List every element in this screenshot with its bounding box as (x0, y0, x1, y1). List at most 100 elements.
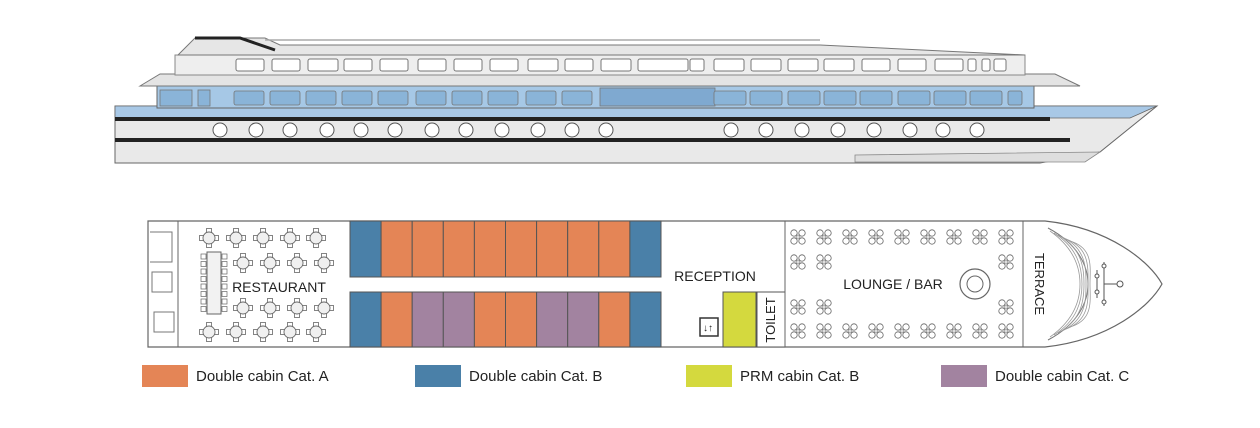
lounge-seat-group (790, 229, 806, 245)
dining-table (306, 322, 326, 342)
dining-table (253, 322, 273, 342)
lounge-seat-group (816, 254, 832, 270)
legend-label-cat-b: Double cabin Cat. B (469, 367, 603, 385)
porthole (494, 122, 510, 138)
upper-window (307, 58, 339, 72)
upper-window (600, 58, 632, 72)
restaurant-label: RESTAURANT (232, 279, 326, 295)
cabin-window (233, 90, 265, 106)
cabin-cat-a (598, 291, 631, 348)
upper-window (453, 58, 483, 72)
dining-table (226, 228, 246, 248)
cabin-window (341, 90, 373, 106)
lift-icon (699, 317, 719, 337)
cabin-cat-a (380, 220, 413, 278)
upper-window (787, 58, 819, 72)
lounge-seat-group (920, 229, 936, 245)
upper-window (934, 58, 964, 72)
lounge-window (787, 90, 821, 106)
reception-label: RECEPTION (674, 268, 756, 284)
lounge-window (969, 90, 1003, 106)
cabins-bottom-row (349, 291, 662, 348)
legend-item-prm-cat-b: PRM cabin Cat. B (686, 364, 859, 388)
porthole (564, 122, 580, 138)
cabin-cat-c (567, 291, 600, 348)
lounge-seat-group (920, 323, 936, 339)
cabin-cat-a (442, 220, 475, 278)
porthole (387, 122, 403, 138)
lounge-window (749, 90, 783, 106)
cabin-window (451, 90, 483, 106)
porthole (794, 122, 810, 138)
dining-table (314, 253, 334, 273)
lounge-seat-group (998, 229, 1014, 245)
cabin-cat-a (473, 220, 506, 278)
dining-table (280, 228, 300, 248)
upper-window (527, 58, 559, 72)
lounge-seat-group (998, 299, 1014, 315)
dining-table (287, 298, 307, 318)
upper-window (417, 58, 447, 72)
lounge-seat-group (868, 229, 884, 245)
porthole (598, 122, 614, 138)
cabin-cat-a (505, 220, 538, 278)
dining-table (253, 228, 273, 248)
svg-text:↓↑: ↓↑ (703, 323, 713, 334)
cabin-cat-b (349, 220, 382, 278)
legend-label-cat-c: Double cabin Cat. C (995, 367, 1130, 385)
cabin-cat-c (411, 291, 444, 348)
porthole (935, 122, 951, 138)
lounge-seat-group (790, 299, 806, 315)
cabins-top-row (349, 220, 662, 278)
upper-window (993, 58, 1007, 72)
lounge-seat-group (842, 323, 858, 339)
porthole (424, 122, 440, 138)
cabin-window (487, 90, 519, 106)
lounge-seat-group (894, 323, 910, 339)
lounge-seat-group (842, 229, 858, 245)
toilet-label: TOILET (763, 297, 778, 342)
cabin-window (415, 90, 447, 106)
prm-cabin (722, 291, 757, 348)
lounge-window (713, 90, 747, 106)
upper-window (689, 58, 705, 72)
lounge-window (933, 90, 967, 106)
cabin-cat-a (380, 291, 413, 348)
dining-table (280, 322, 300, 342)
upper-window (713, 58, 745, 72)
upper-window (750, 58, 782, 72)
cabin-cat-a (505, 291, 538, 348)
lounge-seat-group (816, 299, 832, 315)
dining-table (199, 228, 219, 248)
porthole (758, 122, 774, 138)
cabin-cat-b (629, 220, 662, 278)
lounge-seat-group (816, 229, 832, 245)
dining-table (314, 298, 334, 318)
dining-table (233, 298, 253, 318)
upper-window (967, 58, 977, 72)
cabin-window (377, 90, 409, 106)
lounge-seat-group (946, 323, 962, 339)
lounge-seat-group (972, 323, 988, 339)
lounge-seat-group (868, 323, 884, 339)
porthole (319, 122, 335, 138)
lounge-seat-group (790, 254, 806, 270)
deck-plan: ↓↑ RESTAURANT RECEPTION LOUNGE / BAR TOI… (147, 220, 1163, 348)
long-table (206, 251, 222, 315)
lounge-seat-group (998, 254, 1014, 270)
ship-side-profile (114, 36, 1159, 164)
toilet-room (756, 291, 786, 348)
dining-table (199, 322, 219, 342)
porthole (866, 122, 882, 138)
cabin-cat-a (567, 220, 600, 278)
upper-window (564, 58, 594, 72)
restaurant-tables (199, 228, 334, 342)
cabin-cat-a (536, 220, 569, 278)
cabin-cat-a (598, 220, 631, 278)
anchor-winch-icon (1094, 262, 1124, 306)
porthole (830, 122, 846, 138)
upper-window (897, 58, 927, 72)
lounge-seat-group (894, 229, 910, 245)
dining-table (226, 322, 246, 342)
dining-table (260, 298, 280, 318)
